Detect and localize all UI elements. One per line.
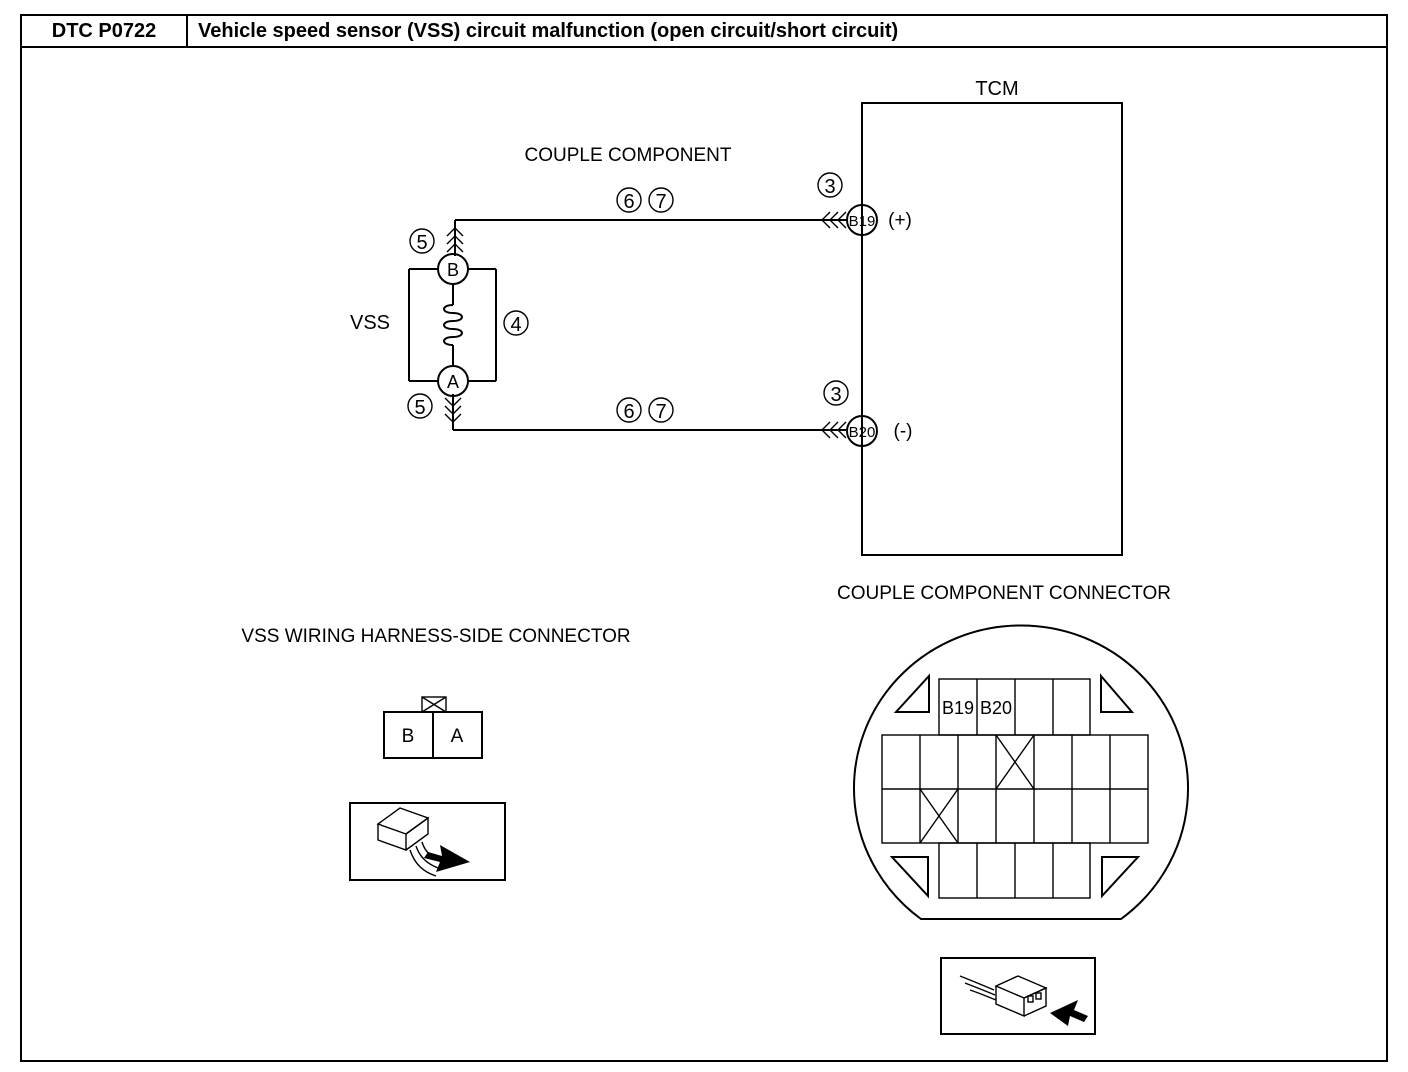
tcm-pin-b19-label: B19 <box>849 213 876 230</box>
vss-pin-a <box>437 365 469 397</box>
callout-5-lower: 5 <box>407 393 433 419</box>
page-frame: DTC P0722 Vehicle speed sensor (VSS) cir… <box>20 14 1388 1062</box>
dtc-code: DTC P0722 <box>22 16 188 46</box>
vss-terminal-b: B <box>402 726 415 747</box>
lock-tab-icon <box>421 696 447 713</box>
harness-side-view-icon <box>376 807 470 877</box>
svg-text:6: 6 <box>623 401 634 423</box>
tcm-connector-arrow-lower <box>821 421 847 439</box>
callout-6-upper: 6 <box>616 187 642 213</box>
callout-5-upper: 5 <box>409 228 435 254</box>
svg-text:5: 5 <box>414 397 425 419</box>
terminal-b20: B20 <box>980 698 1012 718</box>
couple-component-connector: COUPLE COMPONENT CONNECTOR B19 B20 <box>837 583 1189 1035</box>
tcm-label: TCM <box>975 78 1018 100</box>
vss-connector-title: VSS WIRING HARNESS-SIDE CONNECTOR <box>241 626 630 647</box>
vss-sensor: B A <box>408 253 497 397</box>
arrow-icon <box>1050 1000 1088 1026</box>
svg-text:3: 3 <box>824 176 835 198</box>
svg-text:4: 4 <box>510 314 521 336</box>
couple-connector-title: COUPLE COMPONENT CONNECTOR <box>837 583 1171 604</box>
tcm-box <box>861 102 1123 556</box>
vss-label: VSS <box>350 312 390 334</box>
polarity-minus: (-) <box>894 421 913 442</box>
vss-pin-b-label: B <box>447 260 459 280</box>
circuit-schematic: TCM COUPLE COMPONENT B19 B20 (+) (-) <box>350 78 1123 556</box>
coil-icon <box>443 304 463 346</box>
vss-pin-b <box>437 253 469 285</box>
dtc-title: Vehicle speed sensor (VSS) circuit malfu… <box>198 20 899 42</box>
callout-3-upper: 3 <box>817 172 843 198</box>
vss-pin-a-label: A <box>447 372 459 392</box>
vss-connector-arrow-lower <box>444 397 462 423</box>
terminal-b19: B19 <box>942 698 974 718</box>
callout-7-lower: 7 <box>648 397 674 423</box>
svg-text:7: 7 <box>655 401 666 423</box>
vss-harness-connector: VSS WIRING HARNESS-SIDE CONNECTOR B A <box>241 626 631 881</box>
tcm-pin-b20: B20 <box>846 415 878 447</box>
connector-body <box>853 624 1189 920</box>
harness-view-icon-frame <box>349 802 506 881</box>
svg-text:6: 6 <box>623 191 634 213</box>
tcm-pin-b19: B19 <box>846 204 878 236</box>
svg-text:7: 7 <box>655 191 666 213</box>
component-view-icon-frame <box>940 957 1096 1035</box>
couple-component-label: COUPLE COMPONENT <box>525 145 732 166</box>
arrow-icon <box>424 845 470 872</box>
component-side-view-icon <box>959 975 1088 1026</box>
svg-text:5: 5 <box>416 232 427 254</box>
vss-terminal-a: A <box>451 726 464 747</box>
callout-7-upper: 7 <box>648 187 674 213</box>
svg-text:3: 3 <box>830 384 841 406</box>
callout-3-lower: 3 <box>823 380 849 406</box>
polarity-plus: (+) <box>888 210 912 231</box>
callout-6-lower: 6 <box>616 397 642 423</box>
callout-4: 4 <box>503 310 529 336</box>
dtc-header: DTC P0722 Vehicle speed sensor (VSS) cir… <box>22 16 1386 48</box>
vss-connector-arrow-upper <box>446 227 464 253</box>
tcm-pin-b20-label: B20 <box>849 424 876 441</box>
tcm-connector-arrow-upper <box>821 211 847 229</box>
